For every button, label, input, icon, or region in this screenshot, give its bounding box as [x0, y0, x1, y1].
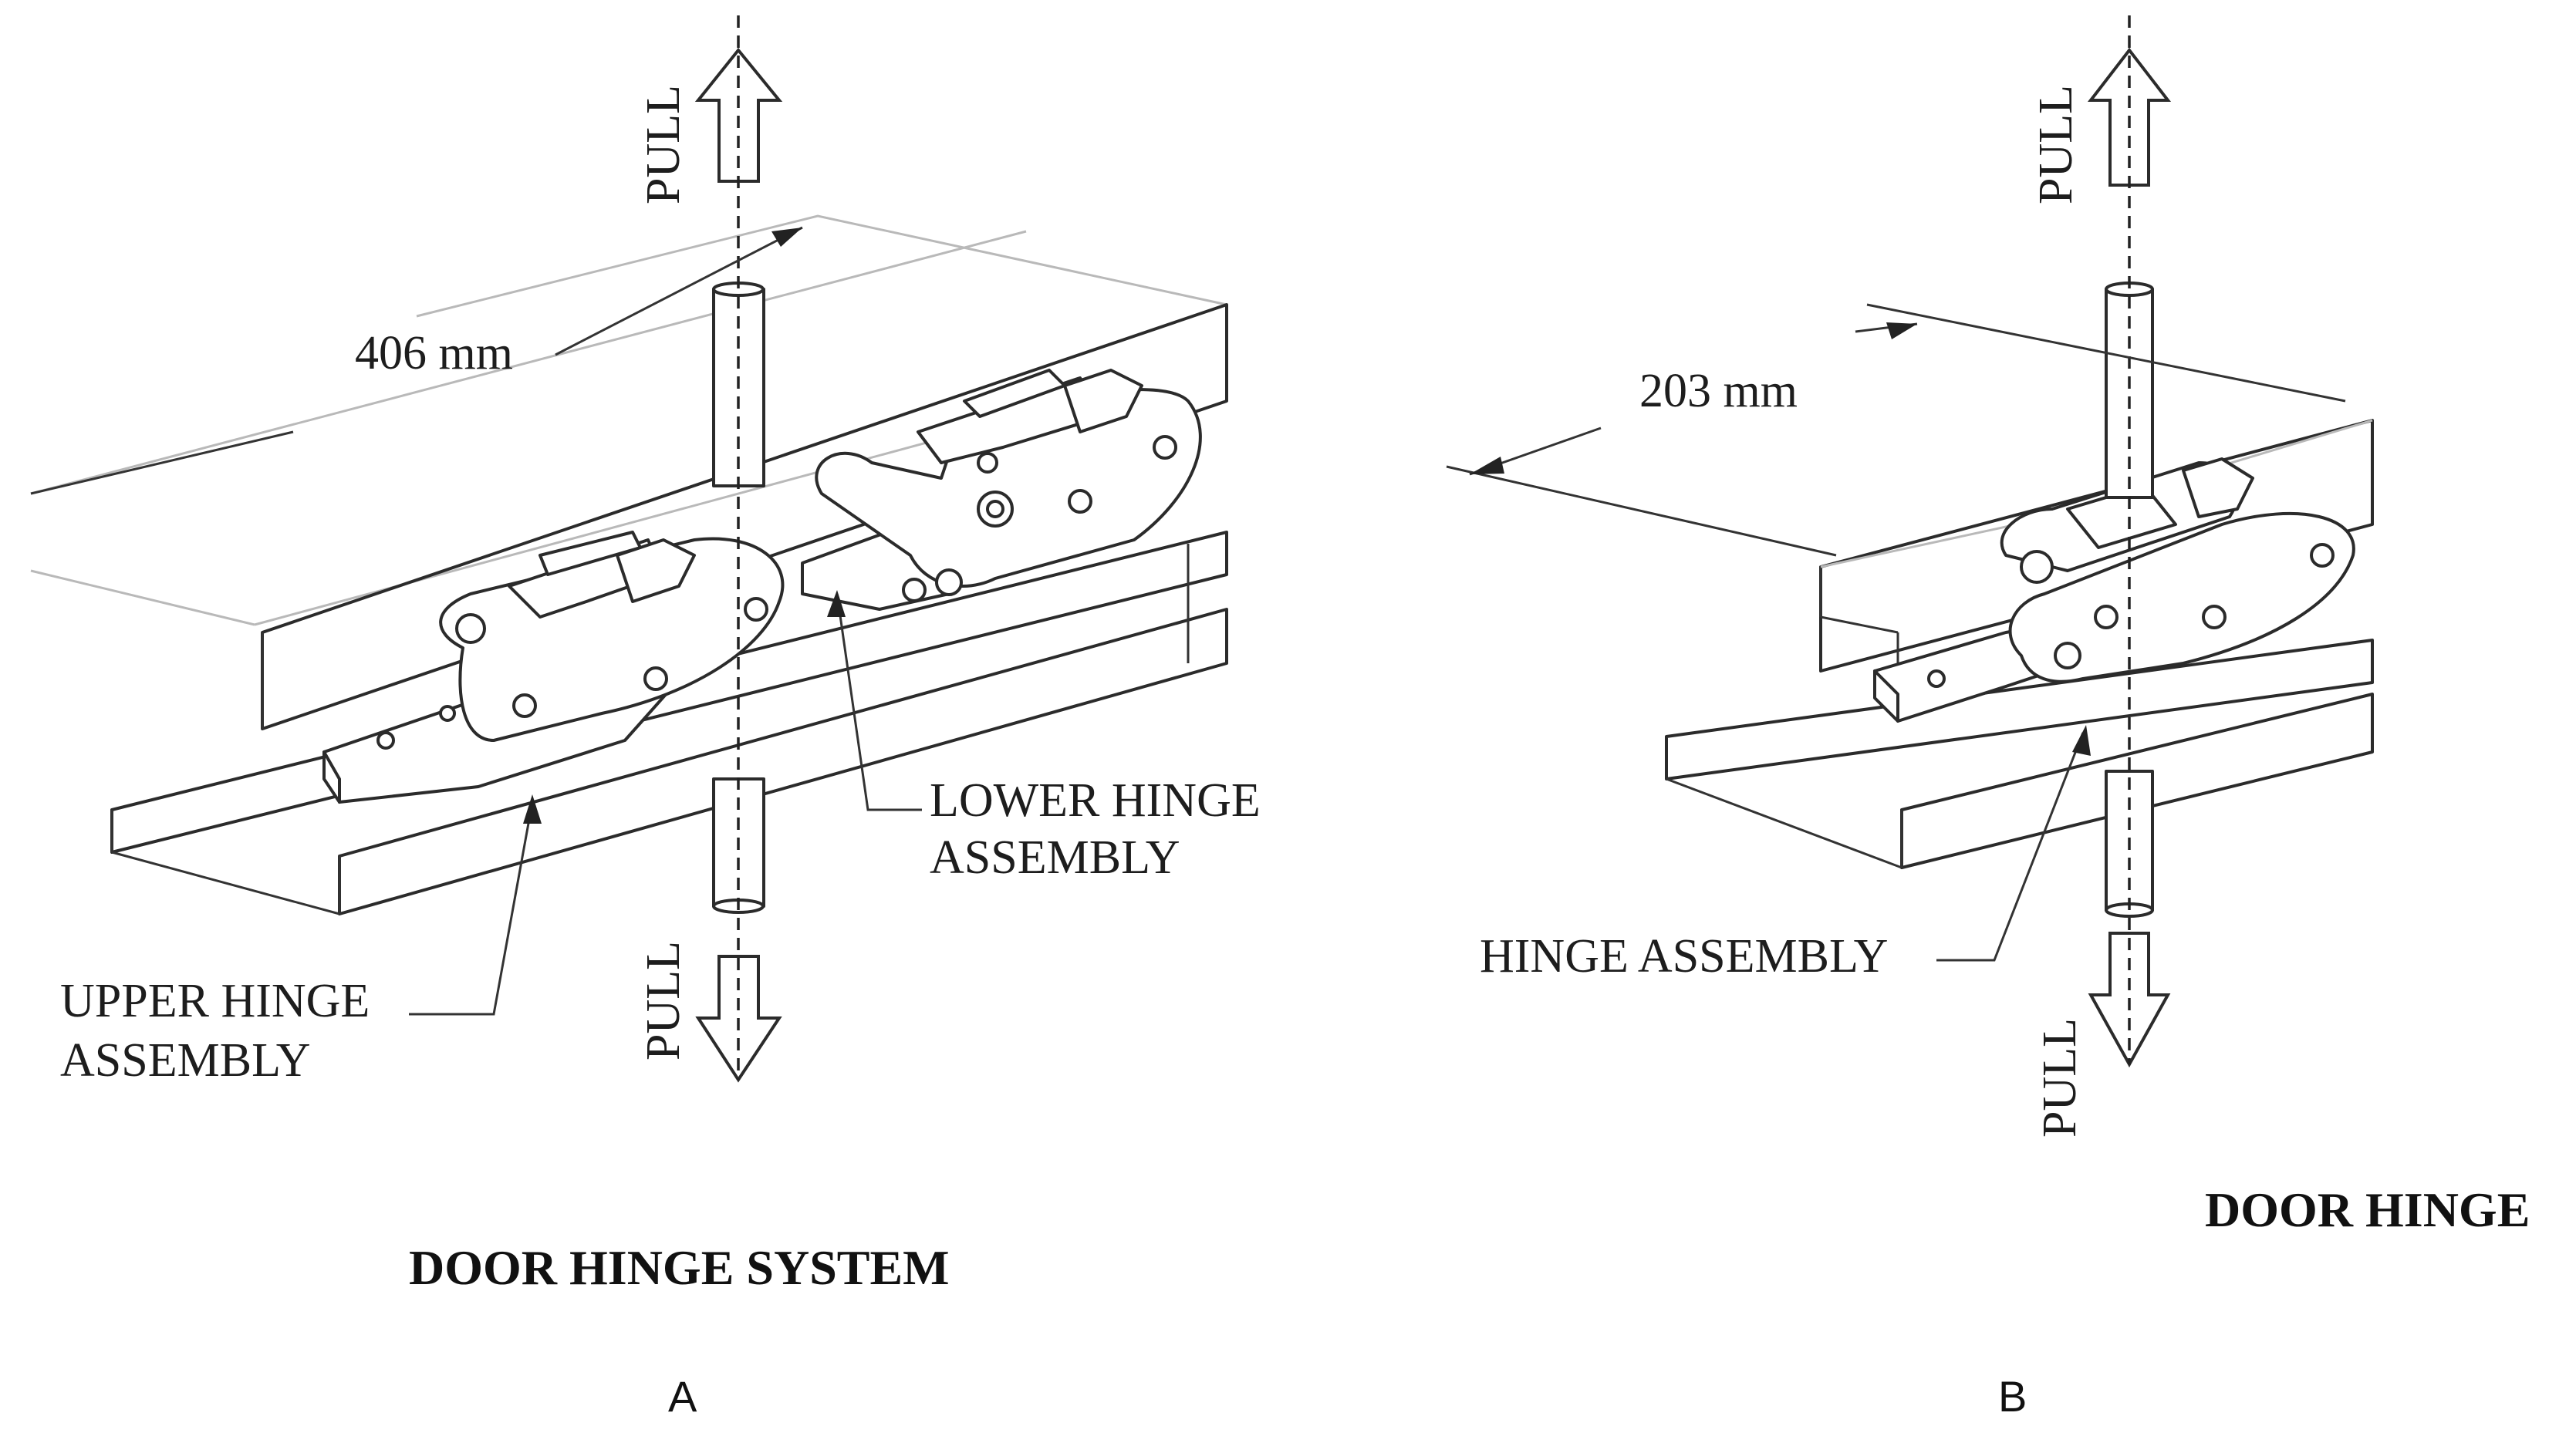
pull-bottom-label: PULL	[637, 941, 690, 1060]
upper-hinge-leader	[409, 801, 534, 1016]
panel-letter-a: A	[668, 1372, 697, 1421]
hinge-assembly-label: HINGE ASSEMBLY	[1480, 930, 1888, 983]
panel-letter-b: B	[1998, 1372, 2027, 1421]
diagram-a-title: DOOR HINGE SYSTEM	[409, 1240, 950, 1295]
upper-hinge-assembly	[322, 531, 785, 804]
dimension-line-406	[30, 226, 803, 495]
dimension-label-203: 203 mm	[1639, 365, 1798, 417]
dimension-label-406: 406 mm	[355, 327, 513, 379]
b-pull-top-label: PULL	[2030, 85, 2082, 204]
upper-hinge-label-line1: UPPER HINGE	[60, 975, 370, 1027]
b-pull-bottom-label: PULL	[2034, 1018, 2086, 1138]
lower-hinge-assembly	[801, 369, 1202, 611]
b-lower-fixture-plate	[1665, 639, 2374, 781]
diagram-b-title: DOOR HINGE	[2205, 1182, 2530, 1237]
pull-top-label: PULL	[637, 85, 690, 204]
upper-hinge-label-line2: ASSEMBLY	[60, 1034, 311, 1087]
lower-hinge-leader	[836, 593, 922, 811]
b-hinge-assembly	[1873, 457, 2355, 723]
lower-hinge-label-line2: ASSEMBLY	[930, 831, 1180, 884]
hinge-assembly-leader	[1936, 732, 2085, 962]
diagram-a: 406 mm PULL PULL LOWER HINGE ASSEMBLY UP…	[30, 15, 1261, 1421]
upper-plate-back-edge	[416, 214, 1227, 318]
lower-hinge-label-line1: LOWER HINGE	[930, 774, 1261, 827]
diagram-b: 203 mm PULL PULL HINGE ASSEMBLY DOOR HIN…	[1446, 15, 2530, 1421]
